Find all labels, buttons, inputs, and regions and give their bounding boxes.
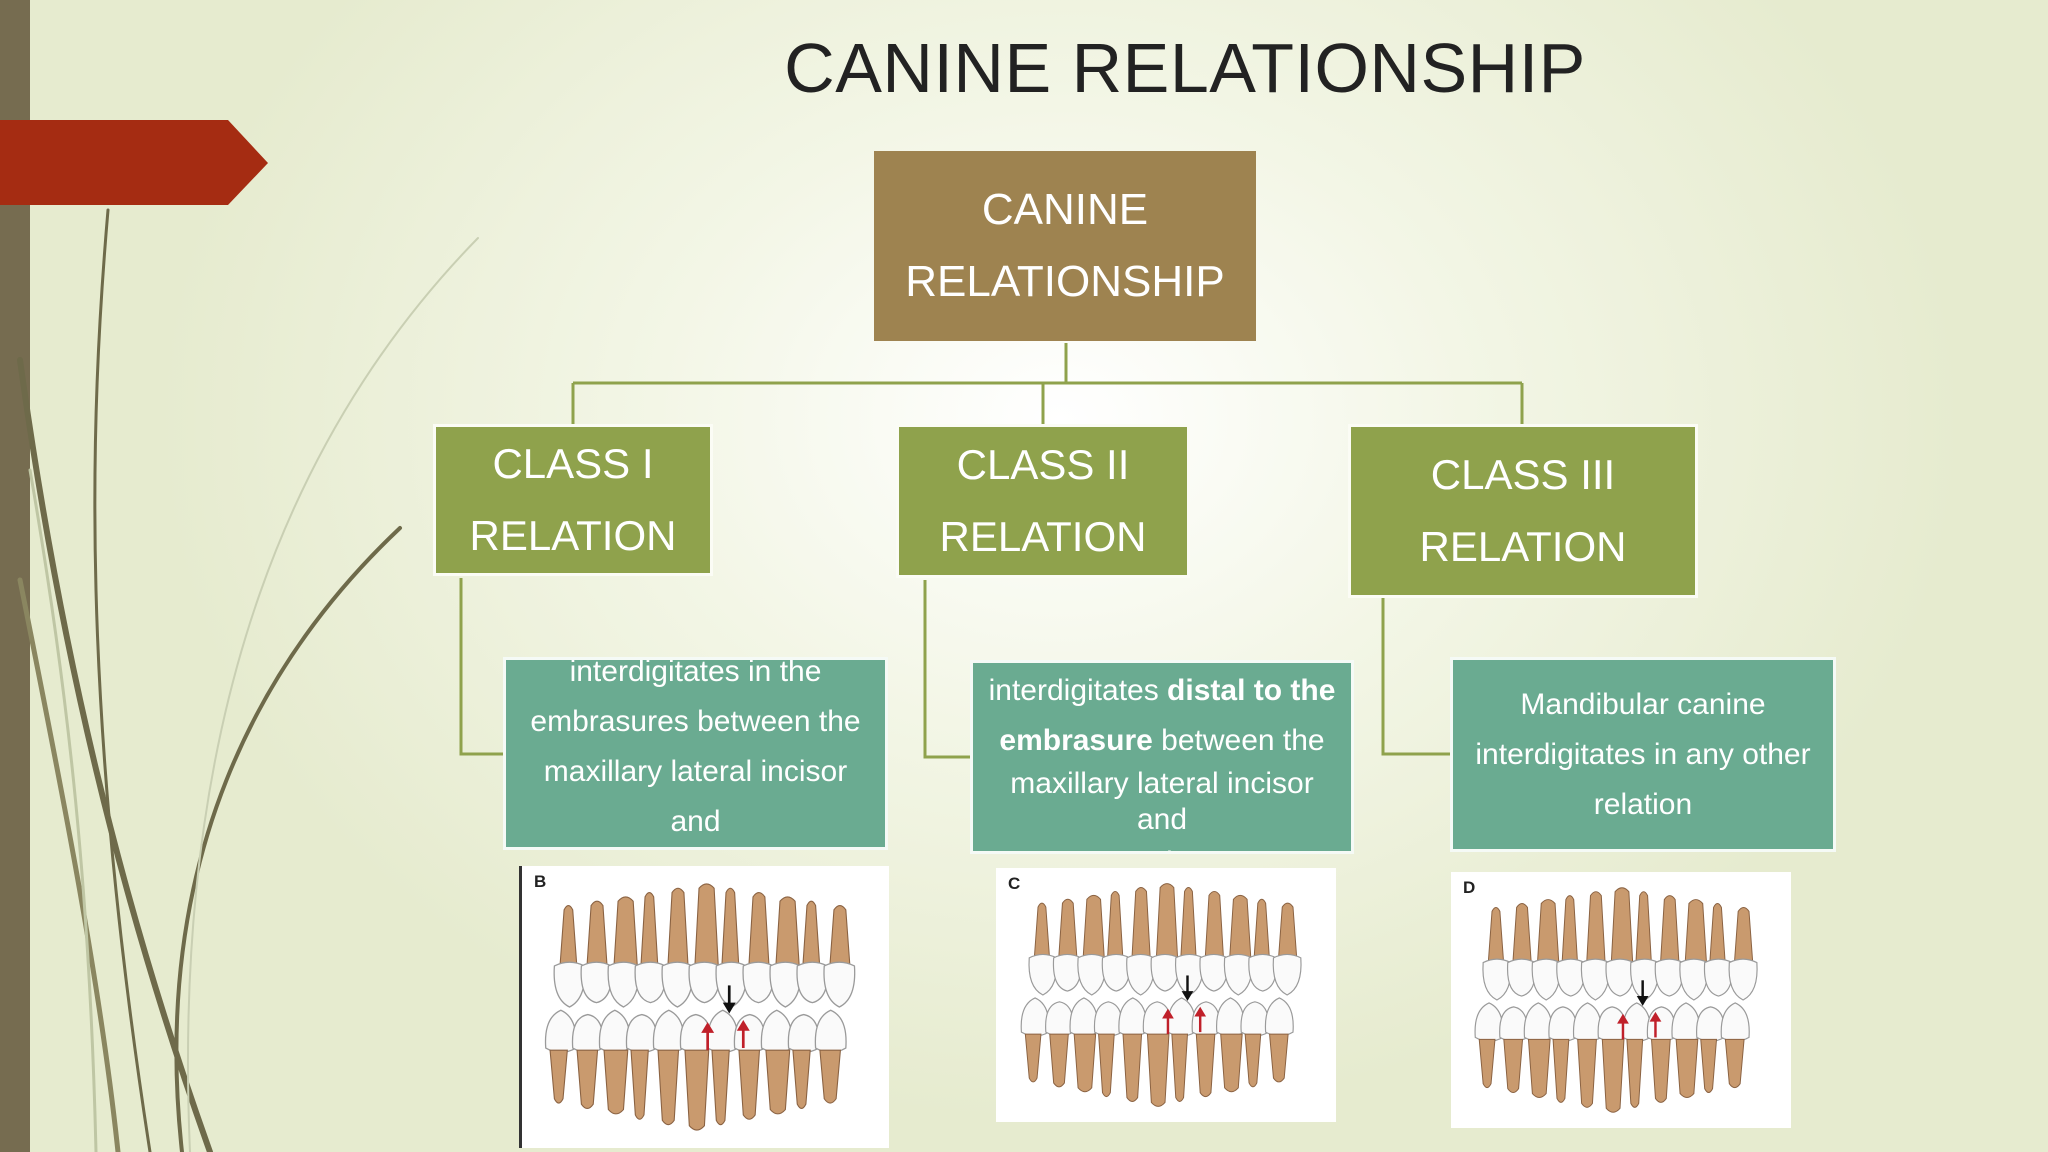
class-ii-desc-line1-text: interdigitates (988, 674, 1168, 707)
class-iii-desc-line2: interdigitates in any other (1475, 737, 1811, 771)
image-label-b: B (534, 872, 547, 891)
class-i-description: interdigitates in the embrasures between… (503, 657, 888, 850)
class-ii-desc-line2-text: between the (1152, 724, 1325, 757)
class-ii-desc-line2: embrasure between the (983, 716, 1341, 766)
dental-arch-illustration-icon (1020, 883, 1302, 1107)
class-ii-desc-line4: canine (983, 838, 1341, 851)
red-arrow-tab (0, 120, 268, 205)
class-i-desc-line4: canine (516, 847, 875, 848)
dental-arch-illustration-icon (544, 883, 856, 1131)
class-i-desc-line1: interdigitates in the (569, 657, 822, 688)
class-i-desc-line3: maxillary lateral incisor and (543, 754, 848, 838)
image-label-d: D (1463, 878, 1476, 897)
class-ii-desc-line2-bold: embrasure (999, 724, 1153, 757)
class-ii-line2: RELATION (939, 513, 1147, 560)
root-node-line2: RELATIONSHIP (905, 257, 1225, 306)
class-iii-node: CLASS III RELATION (1348, 424, 1698, 598)
class-iii-desc-line3: relation (1593, 787, 1693, 821)
class-ii-description: interdigitates distal to the embrasure b… (970, 660, 1354, 854)
slide-title: CANINE RELATIONSHIP (784, 29, 1586, 107)
class-ii-desc-line3: maxillary lateral incisor and (1010, 767, 1314, 836)
class-i-dental-image: B (519, 866, 889, 1148)
root-node-canine-relationship: CANINE RELATIONSHIP (874, 151, 1256, 341)
image-label-c: C (1008, 874, 1021, 893)
root-node-line1: CANINE (981, 185, 1149, 234)
grass-swoosh-lines (17, 208, 479, 1152)
class-iii-dental-image: D (1451, 872, 1791, 1128)
class-iii-description: Mandibular canine interdigitates in any … (1450, 657, 1836, 852)
class-i-desc-line2: embrasures between the (530, 704, 861, 738)
class-i-node: CLASS I RELATION (433, 424, 713, 576)
class-i-line2: RELATION (469, 512, 677, 559)
class-iii-line2: RELATION (1419, 523, 1627, 570)
org-chart-connectors (459, 343, 1524, 759)
class-iii-line1: CLASS III (1430, 451, 1616, 498)
class-ii-node: CLASS II RELATION (896, 424, 1190, 578)
class-ii-line1: CLASS II (956, 441, 1130, 488)
class-iii-desc-line1: Mandibular canine (1520, 687, 1766, 721)
class-ii-desc-line1: interdigitates distal to the (983, 666, 1341, 716)
dental-arch-illustration-icon (1474, 887, 1758, 1113)
class-ii-dental-image: C (996, 868, 1336, 1122)
class-i-line1: CLASS I (492, 440, 654, 487)
class-ii-desc-line1-bold: distal to the (1167, 674, 1336, 707)
